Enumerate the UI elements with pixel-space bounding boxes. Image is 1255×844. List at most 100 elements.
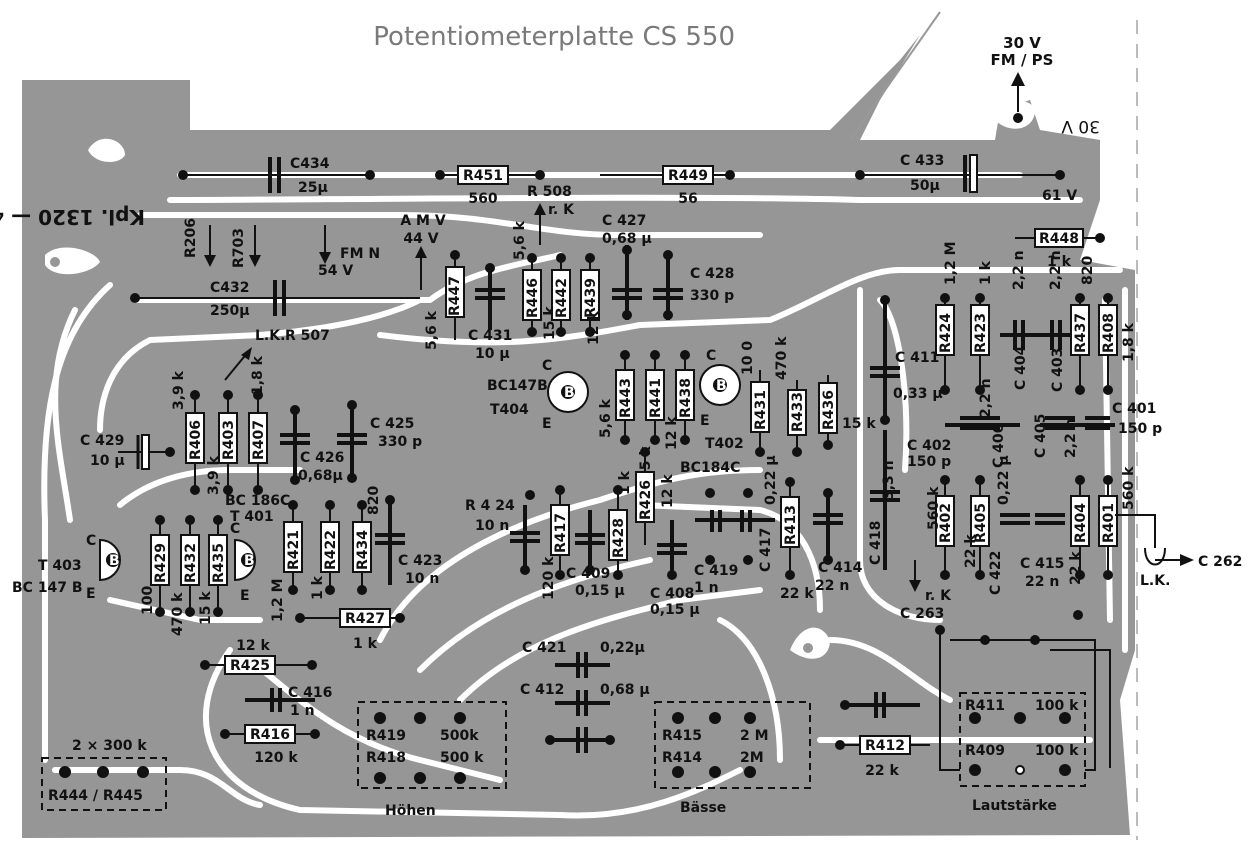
t401-pin-b: B — [244, 553, 255, 569]
r435-name: R435 — [211, 543, 227, 583]
r438-name: R407 — [251, 420, 267, 460]
shield-icon — [1144, 547, 1166, 566]
t402-pin-c: C — [706, 348, 716, 364]
r508-arrow-icon — [534, 203, 546, 215]
c429-name: C 429 — [80, 433, 124, 449]
c413-value: 22 n — [815, 578, 849, 594]
r435: R435 15 k — [198, 515, 228, 625]
c421 — [545, 727, 615, 753]
r402-value: 560 k — [926, 486, 942, 530]
r433-name: R441 — [648, 378, 664, 418]
pot-hoehen-label: Höhen — [385, 803, 436, 819]
r703-arrow-icon — [249, 255, 261, 267]
r432: R432 470 k — [170, 515, 200, 636]
r408: R424 1,2 M — [935, 241, 959, 390]
t404-type: BC147B — [487, 378, 548, 394]
r428: R428 1 k — [608, 470, 633, 575]
c434-value: 25µ — [298, 180, 328, 196]
t403-type: BC 147 B — [12, 580, 83, 596]
pot-lautstaerke: R411 100 k R409 100 k Lautstärke — [959, 692, 1086, 814]
c409-name: C 422 — [988, 551, 1004, 595]
r443-value: 3,9 k — [171, 370, 187, 410]
r429: R429 100 — [140, 515, 170, 615]
c409-value: 0,22 µ — [996, 455, 1012, 505]
board-shape — [22, 35, 1135, 838]
t403-pin-e: E — [86, 586, 96, 602]
r404: R404 22 k — [1068, 480, 1090, 585]
r416-name: R416 — [250, 727, 290, 743]
r404-name: R404 — [1073, 503, 1089, 543]
t401-ref: T 401 — [230, 509, 274, 525]
r439: R439 12 k — [580, 253, 602, 345]
r411-value: 100 k — [1035, 698, 1079, 714]
r414-value: 2M — [740, 750, 764, 766]
c425: C 425 330 p — [337, 400, 422, 483]
r429-value: 100 — [140, 586, 156, 615]
r438: R407 1,8 k — [248, 355, 268, 490]
fmn-label: FM N — [340, 246, 380, 262]
c428-value: 330 p — [690, 288, 734, 304]
c408-value: 22 n — [1025, 574, 1059, 590]
c403-name: C 403 — [1050, 348, 1066, 392]
c263-arrow-icon — [909, 580, 921, 592]
r404-value: 22 k — [1068, 551, 1084, 585]
r415-name: R415 — [662, 728, 702, 744]
supply-mirror-label: 30 V — [1061, 116, 1100, 136]
c423-name: C 423 — [398, 553, 442, 569]
c404: 2,2 n C 404 — [1000, 250, 1040, 390]
c418: C 408 0,15 µ — [650, 520, 700, 618]
t404-pin-b: B — [564, 385, 575, 401]
v61-label: 61 V — [1042, 188, 1077, 204]
c404-value: 2,2 n — [1011, 250, 1027, 290]
r437-name: R436 — [821, 390, 837, 430]
r703-label: R703 — [231, 228, 247, 268]
c408-name: C 415 — [1020, 556, 1064, 572]
r206-label: R206 — [183, 218, 199, 258]
c425-value: 330 p — [378, 434, 422, 450]
c263-label: C 263 — [900, 606, 944, 622]
t402-type: BC184C — [680, 460, 740, 476]
c434: C434 25µ — [178, 156, 375, 196]
r424-value: 10 0 — [740, 341, 756, 375]
c416: C 416 1 n — [245, 685, 332, 719]
r438-value: 1,8 k — [250, 355, 266, 395]
c434-name: C434 — [290, 156, 330, 172]
c406-value: 2,2 n — [978, 378, 994, 418]
t402-pin-e: E — [700, 413, 710, 429]
r408-name: R424 — [938, 313, 954, 353]
transistor-t402: B C E T402 BC184C — [680, 348, 744, 476]
r401: R401 560 k — [1098, 466, 1137, 580]
board-edge-line — [849, 11, 941, 141]
c417-value: 0,22µ — [600, 640, 645, 656]
pot-baesse: R415 2 M R414 2M Bässe — [654, 701, 811, 816]
c262-label: C 262 — [1198, 554, 1242, 570]
r443: R406 3,9 k — [171, 370, 205, 490]
r423-name: R433 — [790, 392, 806, 432]
r422: R422 1 k — [310, 505, 340, 600]
r417-value: 120 k — [541, 556, 557, 600]
supply-voltage: 30 V — [1003, 34, 1041, 52]
c406-name: C 406 — [991, 424, 1007, 468]
r428-name: R428 — [611, 518, 627, 558]
r426: R426 12 k — [635, 450, 676, 545]
c409: C 422 0,22 µ — [988, 455, 1030, 595]
r412-name: R412 — [865, 738, 905, 754]
r447-value: 5,6 k — [424, 310, 440, 350]
c433-name: C 433 — [900, 153, 944, 169]
c427-name: C 427 — [602, 213, 646, 229]
r421: R421 1,2 M — [270, 505, 303, 622]
r405-name: R405 — [973, 503, 989, 543]
c422-value: 1 n — [694, 580, 719, 596]
c415-name: C 417 — [758, 528, 774, 572]
r424-side-name: R 4 24 — [465, 498, 515, 514]
c432-value: 250µ — [210, 303, 250, 319]
r425-value: 12 k — [236, 638, 270, 654]
supply-name: FM / PS — [991, 51, 1054, 69]
c425-name: C 425 — [370, 416, 414, 432]
r408-value: 1,2 M — [943, 241, 959, 285]
transistor-t401: B C E — [230, 521, 256, 604]
r437-value: 15 k — [842, 416, 876, 432]
c411-value: 0,33 µ — [893, 386, 943, 402]
t401-pin-e: E — [240, 588, 250, 604]
c417-name: C 421 — [522, 640, 566, 656]
